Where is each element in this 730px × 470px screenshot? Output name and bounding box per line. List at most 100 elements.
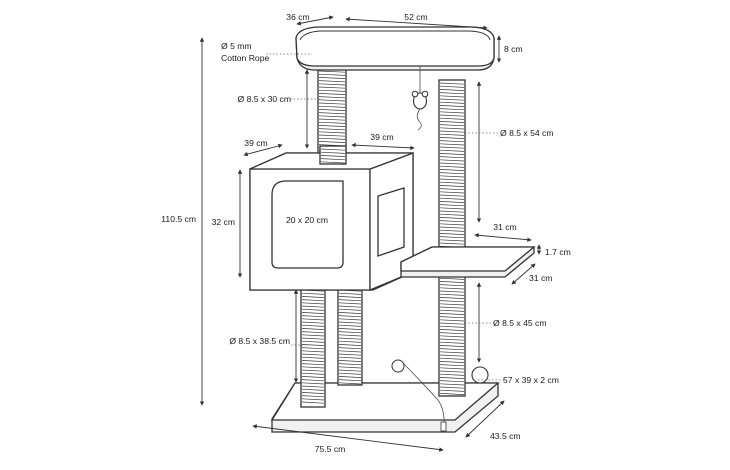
rope-wrap-line (301, 315, 325, 318)
rope-wrap-line (439, 124, 465, 127)
rope-wrap-line (318, 112, 346, 115)
rope-wrap-line (301, 312, 325, 314)
rope-wrap-line (439, 329, 465, 331)
rope-wrap-line (439, 197, 465, 200)
rope-wrap-line (439, 236, 465, 239)
rope-wrap-line (338, 312, 362, 314)
rope-wrap-line (439, 117, 465, 120)
rope-wrap-line (439, 290, 465, 293)
rope-wrap-line (318, 96, 346, 99)
rope-wrap-line (439, 89, 465, 91)
rope-wrap-line (338, 369, 362, 372)
rope-wrap-line (301, 292, 325, 295)
rope-wrap-line (439, 159, 465, 162)
rope-wrap-line (439, 133, 465, 136)
rope-wrap-line (439, 325, 465, 328)
rope-wrap-line (338, 302, 362, 305)
rope-wrap-line (439, 181, 465, 184)
rope-wrap-line (439, 322, 465, 325)
rope-wrap-line (439, 306, 465, 309)
label-platform-thickness: 1.7 cm (545, 247, 571, 257)
label-platform-depth: 31 cm (529, 273, 552, 283)
rope-wrap-line (318, 93, 346, 95)
label-condo-depth: 39 cm (244, 138, 267, 148)
rope-wrap-line (439, 383, 465, 386)
rope-wrap-line (301, 401, 325, 404)
rope-wrap-line (318, 102, 346, 105)
rope-wrap-line (301, 328, 325, 330)
rope-wrap-line (338, 334, 362, 337)
rope-wrap-line (301, 379, 325, 382)
side-platform (400, 246, 536, 278)
rope-wrap-line (439, 229, 465, 232)
rope-wrap-line (439, 345, 465, 347)
rope-wrap-line (338, 299, 362, 302)
rope-wrap-line (439, 201, 465, 203)
rope-wrap-line (439, 92, 465, 95)
rope-wrap-line (439, 233, 465, 235)
rope-wrap-line (320, 161, 346, 164)
rope-wrap-line (301, 305, 325, 308)
rope-wrap-line (318, 118, 346, 121)
rope-wrap-line (338, 356, 362, 359)
rope-wrap-line (439, 153, 465, 155)
label-upper-left-post: Ø 8.5 x 30 cm (238, 94, 292, 104)
rope-wrap-line (439, 191, 465, 194)
rope-wrap-line (318, 128, 346, 131)
dimension-lines (199, 15, 542, 452)
rope-wrap-line (318, 77, 346, 79)
rope-wrap-line (439, 121, 465, 123)
rope-wrap-line (439, 277, 465, 280)
label-condo-opening: 20 x 20 cm (286, 215, 328, 225)
rope-wrap-line (338, 292, 362, 295)
rope-wrap-line (439, 226, 465, 229)
rope-wrap-line (338, 372, 362, 375)
rope-wrap-line (301, 372, 325, 375)
rope-wrap-line (439, 242, 465, 245)
rope-wrap-line (439, 213, 465, 216)
rope-wrap-line (439, 332, 465, 335)
rope-wrap-line (338, 305, 362, 308)
rope-wrap-line (301, 353, 325, 356)
rope-wrap-line (338, 344, 362, 346)
rope-wrap-line (439, 284, 465, 287)
dimension-labels: 36 cm 52 cm 8 cm Ø 5 mm Cotton Rope Ø 8.… (161, 12, 571, 454)
rope-wrap-line (439, 341, 465, 344)
lower-left-post (300, 286, 326, 408)
label-base-depth: 43.5 cm (490, 431, 521, 441)
rope-wrap-line (439, 156, 465, 159)
rope-wrap-line (338, 382, 362, 385)
rope-wrap-line (439, 149, 465, 152)
rope-wrap-line (439, 207, 465, 210)
rope-wrap-line (439, 111, 465, 114)
rope-wrap-line (439, 293, 465, 296)
rope-wrap-line (439, 364, 465, 367)
rope-wrap-line (439, 380, 465, 383)
label-base-size: 57 x 39 x 2 cm (503, 375, 559, 385)
rope-wrap-line (338, 337, 362, 340)
rope-wrap-line (439, 319, 465, 322)
rope-wrap-line (439, 389, 465, 392)
rope-wrap-line (439, 367, 465, 370)
rope-wrap-line (439, 239, 465, 242)
rope-wrap-line (318, 141, 346, 143)
rope-wrap-line (301, 369, 325, 372)
rope-wrap-line (439, 101, 465, 104)
rope-wrap-line (439, 204, 465, 207)
rope-wrap-line (318, 125, 346, 127)
rope-wrap-line (439, 300, 465, 303)
rope-wrap-line (301, 398, 325, 401)
rope-wrap-line (439, 287, 465, 290)
rope-wrap-line (439, 178, 465, 181)
rope-wrap-line (338, 308, 362, 311)
rope-wrap-line (439, 185, 465, 187)
rope-wrap-line (439, 194, 465, 197)
rope-wrap-line (301, 340, 325, 343)
rope-wrap-line (439, 172, 465, 175)
rope-wrap-line (301, 385, 325, 388)
rope-wrap-line (320, 155, 346, 157)
label-top-width: 52 cm (404, 12, 427, 22)
top-perch (295, 26, 495, 71)
label-right-lower-post: Ø 8.5 x 45 cm (493, 318, 547, 328)
